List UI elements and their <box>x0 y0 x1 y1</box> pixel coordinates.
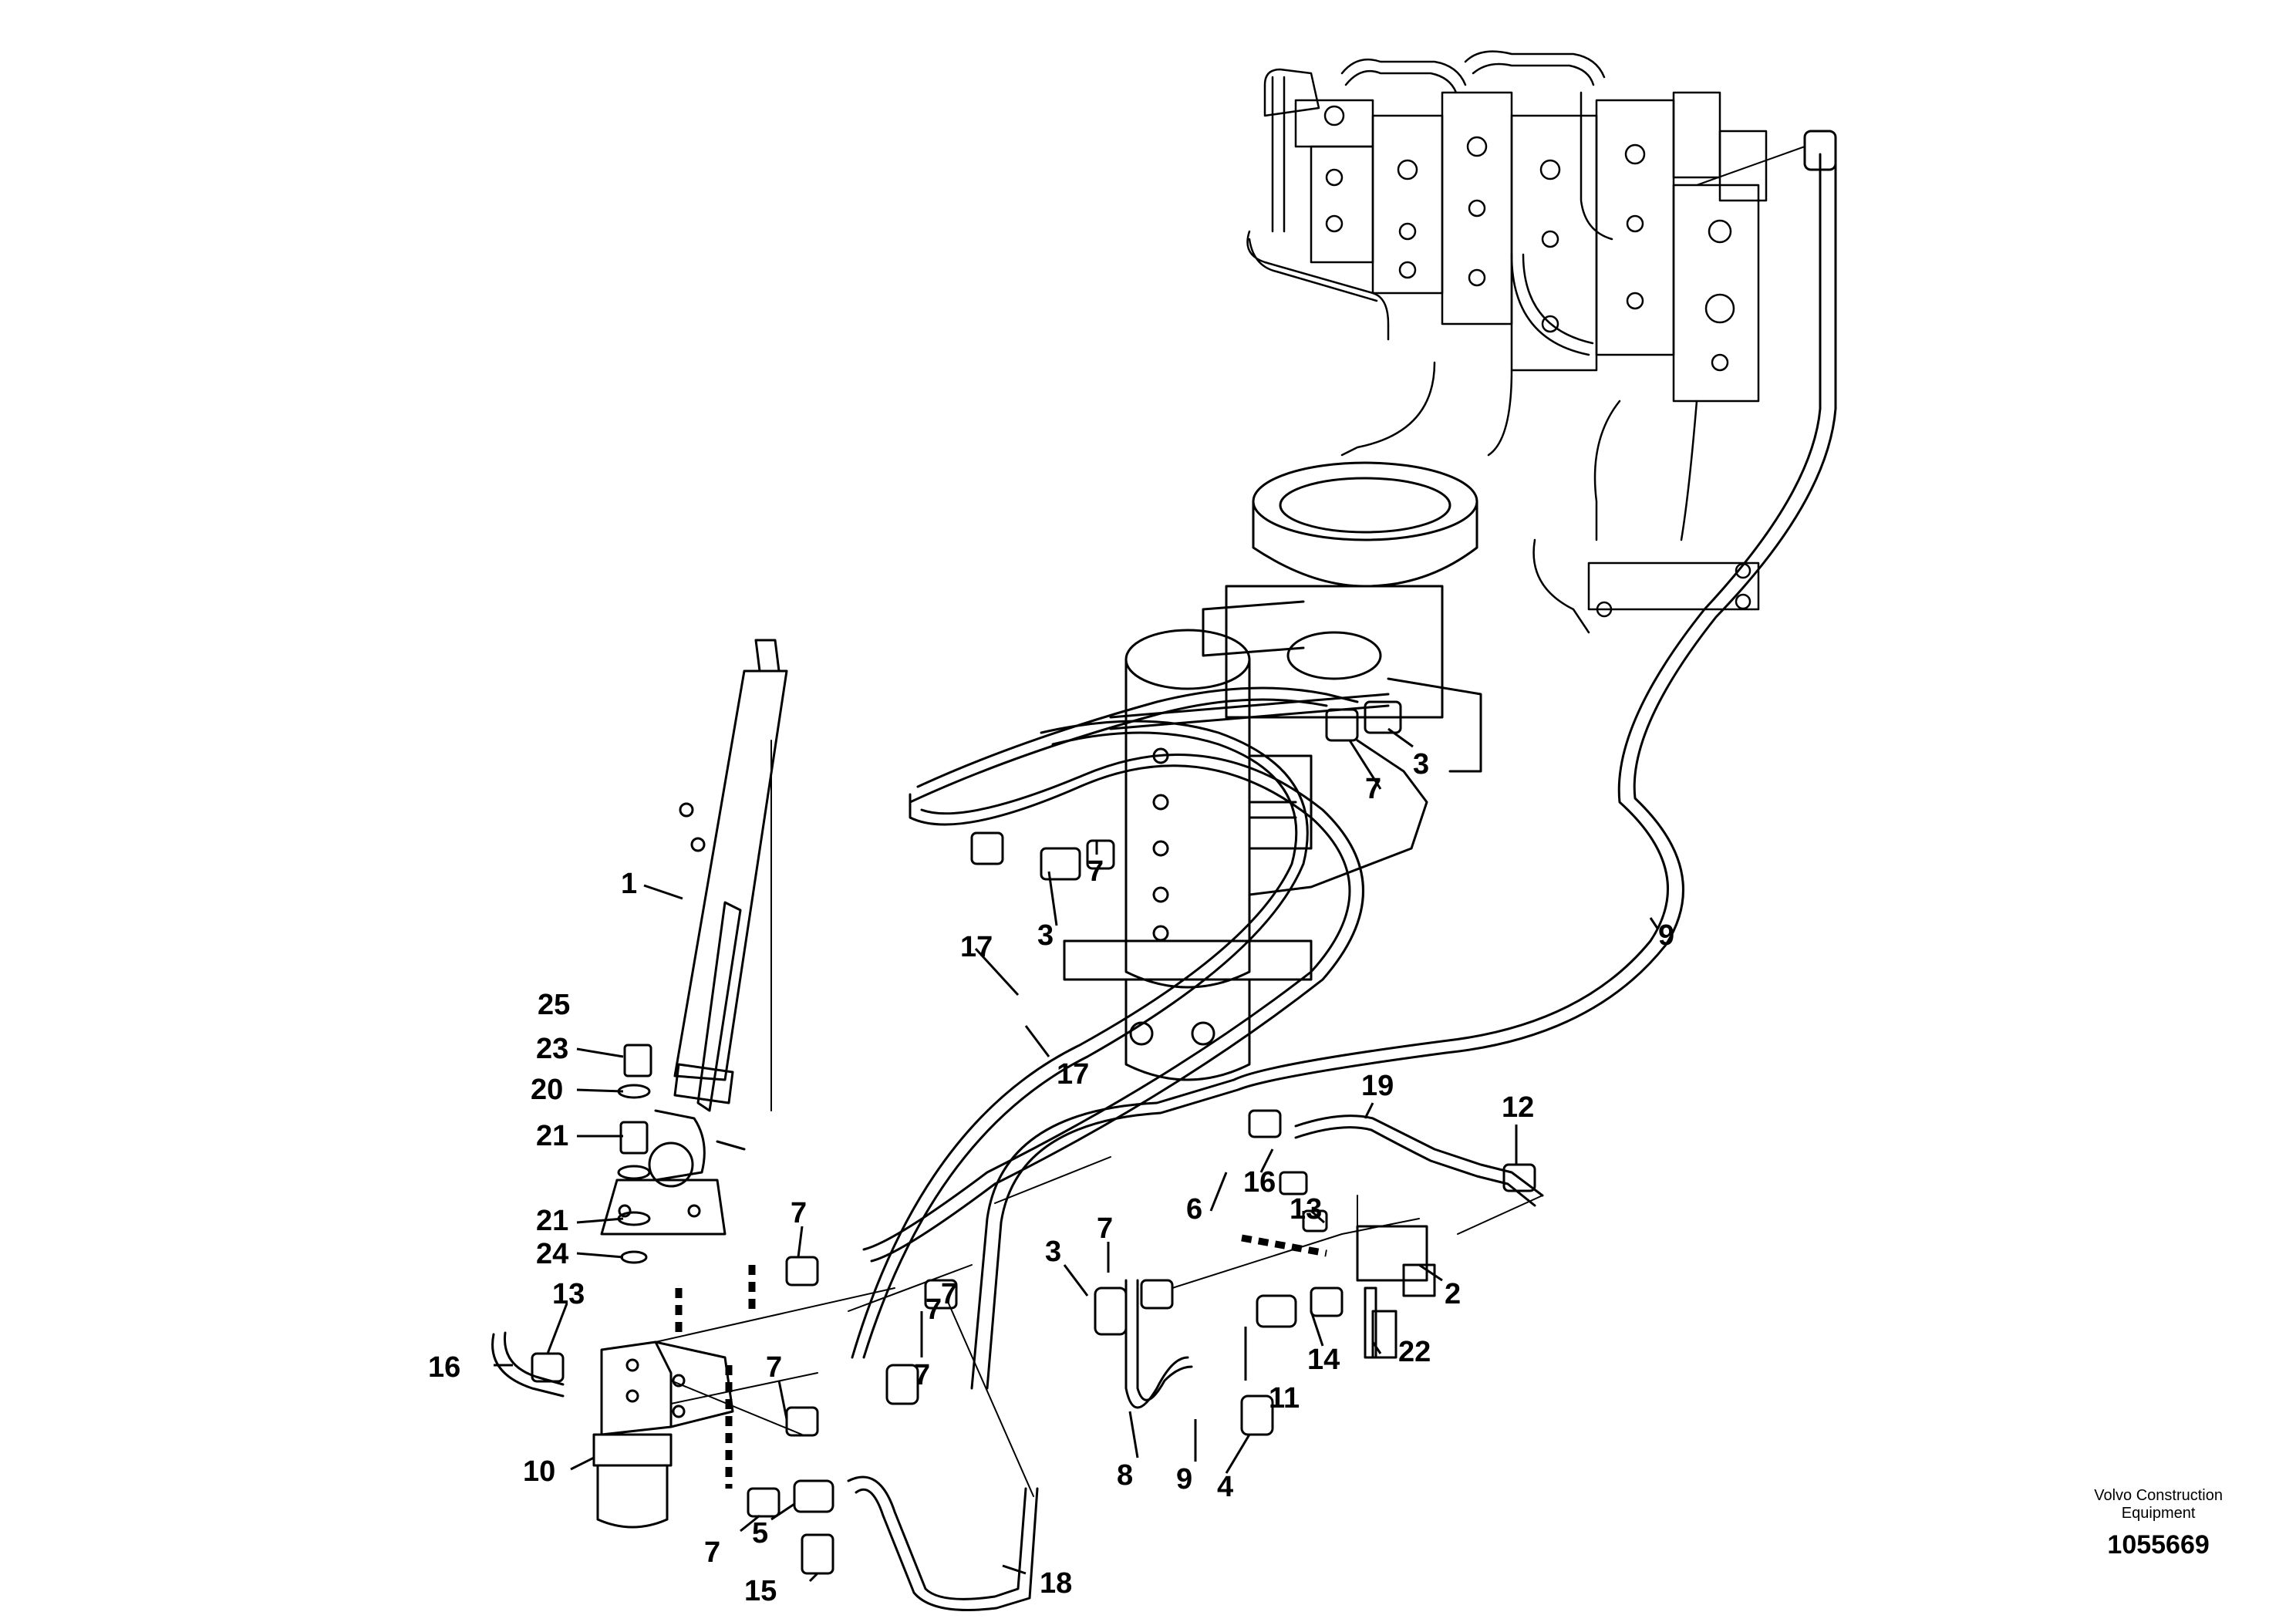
callout-1: 1 <box>621 868 637 900</box>
dashed-lines <box>675 1234 1327 1489</box>
company-name-line1: Volvo Construction <box>2094 1487 2223 1504</box>
callout-12: 12 <box>1502 1091 1534 1124</box>
control-valve-assembly <box>1246 50 1768 634</box>
callout-17: 17 <box>1057 1058 1089 1091</box>
callout-25: 25 <box>538 989 570 1021</box>
callout-9: 9 <box>1658 919 1674 952</box>
callout-7: 7 <box>704 1536 720 1569</box>
callout-4: 4 <box>1217 1471 1233 1503</box>
callout-5: 5 <box>752 1517 768 1549</box>
callout-24: 24 <box>536 1238 568 1270</box>
callout-7: 7 <box>941 1278 957 1310</box>
callout-20: 20 <box>531 1074 563 1106</box>
callout-21: 21 <box>536 1205 568 1237</box>
leader-lines <box>494 727 1660 1583</box>
callout-13: 13 <box>1290 1193 1322 1226</box>
callout-22: 22 <box>1398 1336 1431 1368</box>
callout-19: 19 <box>1361 1070 1394 1102</box>
callout-10: 10 <box>523 1455 555 1488</box>
callout-15: 15 <box>744 1575 777 1607</box>
swivel-joint <box>1063 461 1482 1081</box>
steering-unit <box>592 1340 734 1529</box>
callout-6: 6 <box>1186 1193 1202 1226</box>
callout-14: 14 <box>1307 1344 1340 1376</box>
drawing-number: 1055669 <box>2107 1530 2210 1560</box>
callout-17: 17 <box>960 931 993 963</box>
callout-21: 21 <box>536 1120 568 1152</box>
callout-18: 18 <box>1040 1567 1072 1600</box>
callout-16: 16 <box>428 1351 460 1384</box>
callout-11: 11 <box>1269 1382 1300 1415</box>
hoses <box>491 153 1837 1611</box>
callout-8: 8 <box>1117 1459 1133 1492</box>
callout-23: 23 <box>536 1033 568 1065</box>
callout-13: 13 <box>552 1278 585 1310</box>
callout-7: 7 <box>1087 855 1104 888</box>
callout-16: 16 <box>1243 1166 1276 1199</box>
callout-9: 9 <box>1176 1463 1192 1496</box>
company-name-line2: Equipment <box>2121 1505 2196 1522</box>
callouts: 1 2 3 3 3 4 5 6 7 7 7 7 7 7 7 7 7 8 9 9 … <box>428 748 1674 1607</box>
drawing-caption: Volvo Construction Equipment 1055669 <box>2094 1487 2223 1560</box>
callout-7: 7 <box>1097 1212 1113 1245</box>
steering-column <box>600 639 788 1236</box>
callout-3: 3 <box>1045 1236 1061 1268</box>
callout-7: 7 <box>1365 773 1381 805</box>
callout-7: 7 <box>791 1197 807 1229</box>
callout-3: 3 <box>1037 919 1054 952</box>
callout-7: 7 <box>925 1293 942 1326</box>
callout-2: 2 <box>1445 1278 1461 1310</box>
connection-lines <box>655 146 1805 1497</box>
callout-7: 7 <box>914 1359 930 1391</box>
callout-7: 7 <box>766 1351 782 1384</box>
fittings <box>531 130 1837 1575</box>
callout-3: 3 <box>1413 748 1429 781</box>
